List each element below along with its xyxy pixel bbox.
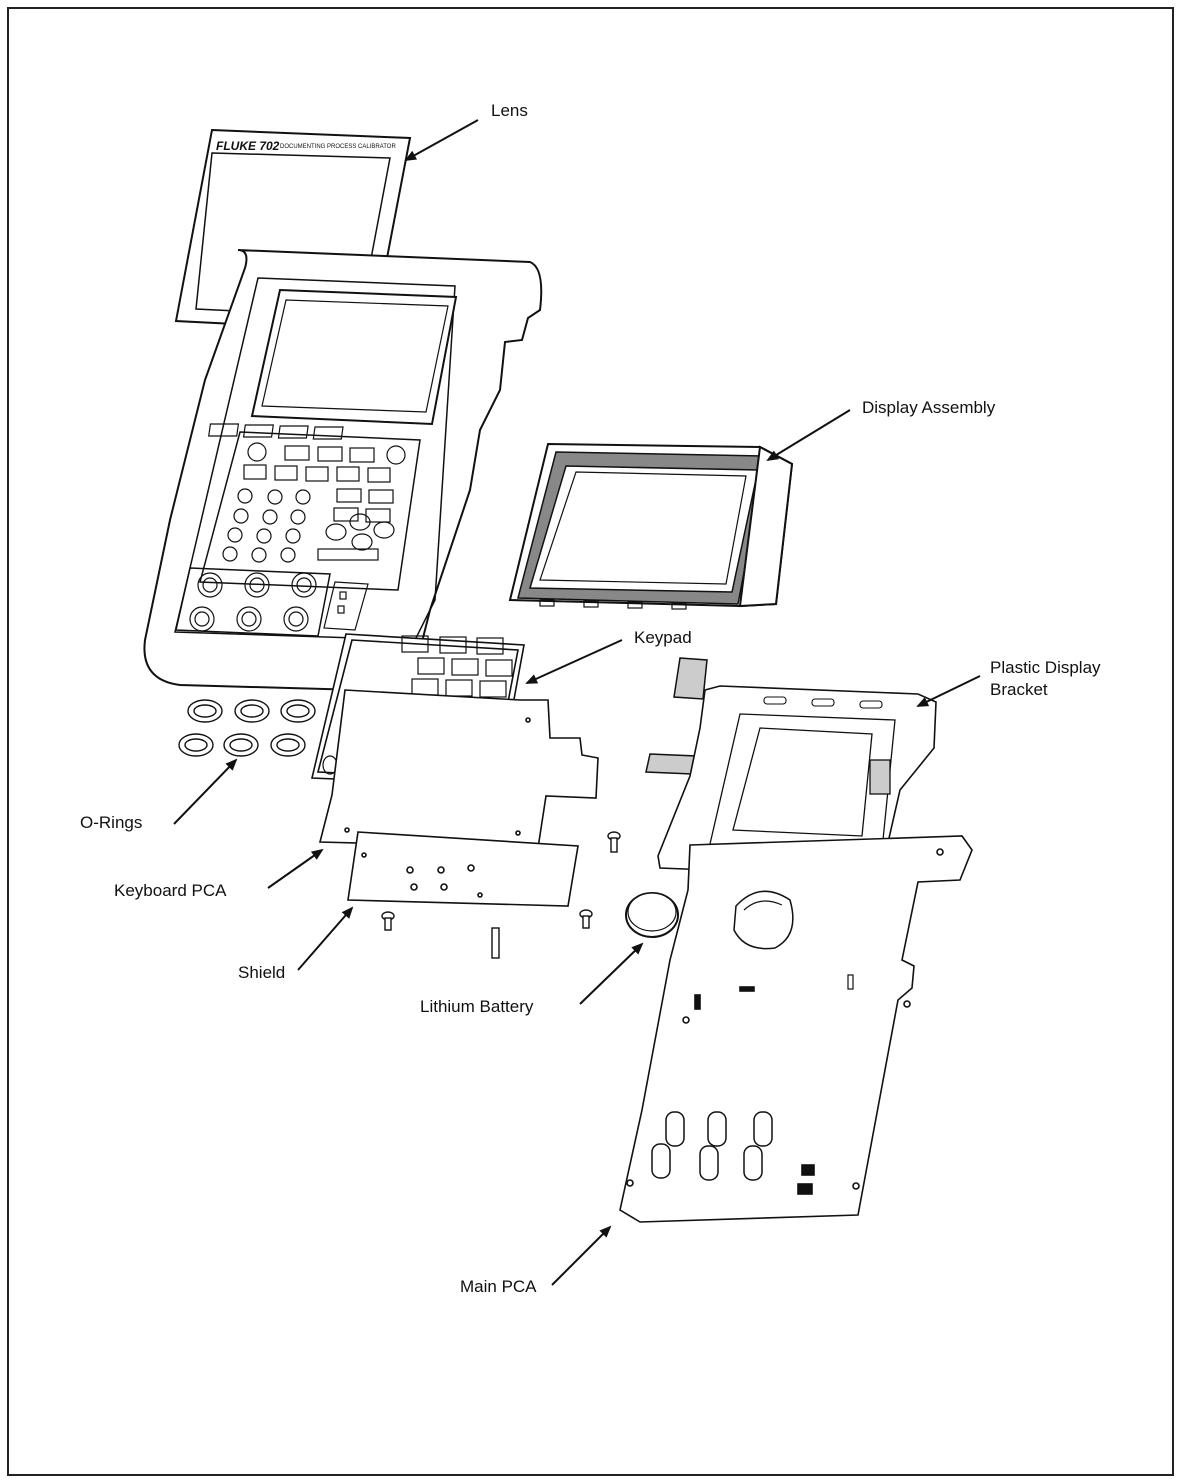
arrow-main-pca <box>551 1225 612 1286</box>
o-rings-part <box>178 699 316 757</box>
screws <box>381 831 621 959</box>
label-keyboard-pca: Keyboard PCA <box>114 881 227 900</box>
label-o-rings: O-Rings <box>80 813 143 832</box>
lens-tagline-text: DOCUMENTING PROCESS CALIBRATOR <box>280 144 396 150</box>
label-shield: Shield <box>238 963 286 982</box>
lens-brand-text: FLUKE 702 <box>216 139 280 153</box>
callout-arrows <box>173 119 981 1286</box>
arrow-lithium-battery <box>579 942 644 1005</box>
display-assembly-part <box>508 442 794 610</box>
arrow-plastic-display-bracket <box>916 675 981 707</box>
arrow-keyboard-pca <box>267 848 324 889</box>
keyboard-pca-part <box>318 689 599 849</box>
label-lithium-battery: Lithium Battery <box>420 997 534 1016</box>
arrow-display-assembly <box>766 409 851 462</box>
shield-part <box>347 831 579 907</box>
calibrator-housing <box>143 249 543 692</box>
label-plastic-display-bracket-line1: Plastic Display <box>990 658 1101 677</box>
label-plastic-display-bracket: Plastic Display Bracket <box>990 657 1101 701</box>
arrow-keypad <box>525 639 623 684</box>
arrow-shield <box>297 906 354 971</box>
main-pca-part <box>619 835 973 1223</box>
label-keypad: Keypad <box>634 628 692 647</box>
label-lens: Lens <box>491 101 528 120</box>
label-display-assembly: Display Assembly <box>862 398 996 417</box>
lithium-battery-part <box>625 892 679 938</box>
figure-frame <box>7 7 1174 1476</box>
arrow-o-rings <box>173 758 238 825</box>
label-main-pca: Main PCA <box>460 1277 537 1296</box>
display-gasket-part <box>645 657 708 775</box>
label-plastic-display-bracket-line2: Bracket <box>990 680 1048 699</box>
arrow-lens <box>404 119 479 161</box>
